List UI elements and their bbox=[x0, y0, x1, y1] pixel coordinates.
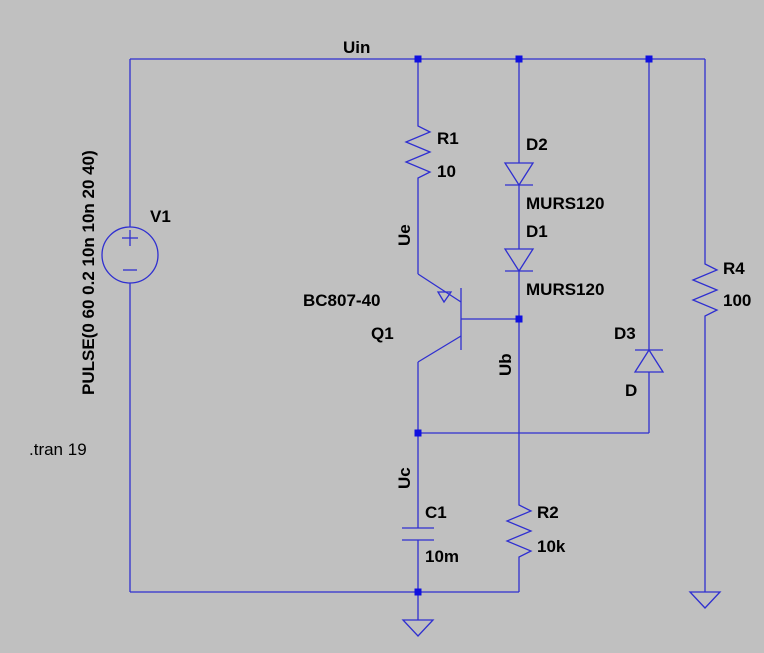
net-label-uin[interactable]: Uin bbox=[343, 38, 370, 57]
junction-dot-icon bbox=[515, 315, 523, 323]
diode-d3[interactable] bbox=[633, 348, 665, 373]
r4-name: R4 bbox=[723, 259, 745, 278]
diode-icon bbox=[633, 348, 665, 373]
capacitor-c1[interactable] bbox=[402, 527, 434, 541]
r1-value[interactable]: 10 bbox=[437, 162, 456, 181]
r2-name: R2 bbox=[537, 503, 559, 522]
d2-value[interactable]: MURS120 bbox=[526, 194, 604, 213]
junction-dot-icon bbox=[414, 588, 422, 596]
junction-dot-icon bbox=[414, 429, 422, 437]
junctions bbox=[414, 55, 653, 596]
junction-dot-icon bbox=[414, 55, 422, 63]
ground-icon bbox=[401, 619, 435, 637]
r2-value[interactable]: 10k bbox=[537, 537, 566, 556]
diode-icon bbox=[503, 162, 535, 187]
c1-value[interactable]: 10m bbox=[425, 547, 459, 566]
diode-d2[interactable] bbox=[503, 162, 535, 187]
v1-value[interactable]: PULSE(0 60 0.2 10n 10n 20 40) bbox=[79, 150, 98, 395]
d1-name: D1 bbox=[526, 222, 548, 241]
d3-value[interactable]: D bbox=[625, 381, 637, 400]
diode-d1[interactable] bbox=[503, 248, 535, 273]
d2-name: D2 bbox=[526, 135, 548, 154]
transistor-q1[interactable] bbox=[417, 273, 462, 363]
diode-icon bbox=[503, 248, 535, 273]
voltage-source-v1[interactable] bbox=[101, 226, 159, 284]
q1-name: Q1 bbox=[371, 324, 394, 343]
voltage-source-icon bbox=[101, 226, 159, 284]
v1-name: V1 bbox=[150, 207, 171, 226]
tran-directive[interactable]: .tran 19 bbox=[29, 440, 87, 459]
junction-dot-icon bbox=[645, 55, 653, 63]
d3-name: D3 bbox=[614, 324, 636, 343]
wires bbox=[129, 58, 706, 620]
q1-value[interactable]: BC807-40 bbox=[303, 291, 381, 310]
c1-name: C1 bbox=[425, 503, 447, 522]
resistor-r1[interactable] bbox=[404, 118, 432, 182]
resistor-r4[interactable] bbox=[691, 256, 719, 320]
net-label-ue[interactable]: Ue bbox=[395, 224, 414, 246]
resistor-r2[interactable] bbox=[505, 497, 533, 561]
net-label-uc[interactable]: Uc bbox=[395, 467, 414, 489]
ground-icon bbox=[688, 591, 722, 609]
junction-dot-icon bbox=[515, 55, 523, 63]
r4-value[interactable]: 100 bbox=[723, 291, 751, 310]
r1-name: R1 bbox=[437, 129, 459, 148]
d1-value[interactable]: MURS120 bbox=[526, 280, 604, 299]
net-label-ub[interactable]: Ub bbox=[496, 353, 515, 376]
